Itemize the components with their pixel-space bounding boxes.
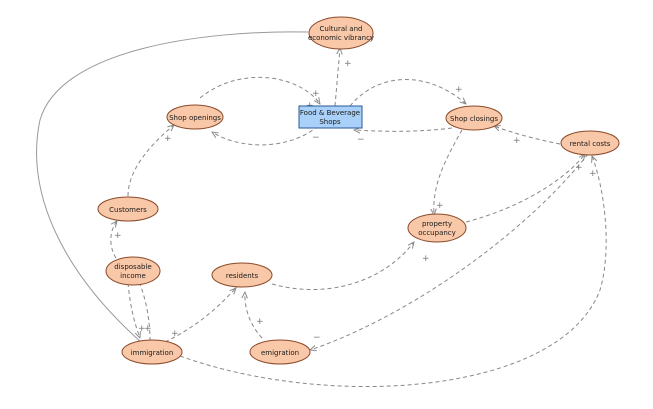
node-immigration[interactable]: immigration [121,339,183,365]
polarity-food-close: + [455,85,463,95]
link-immigration-to-rental [179,156,607,387]
node-emigration[interactable]: emigration [249,339,311,365]
link-customers-to-shop-openings [127,125,174,197]
polarity-close-food: − [357,135,365,145]
link-immigration-to-cultural [36,31,309,344]
node-cultural-vibrancy[interactable]: Cultural and economic vibrancy [308,16,374,50]
polarity-occ-rent: + [575,163,583,173]
node-property-occupancy[interactable]: property occupancy [407,213,467,243]
node-label-line: Shop openings [169,114,221,122]
link-shop-closings-to-food [354,128,453,131]
polarity-close-occ: + [436,201,444,211]
node-label-line: disposable [114,263,151,271]
link-shop-openings-to-food-upper [199,76,320,104]
node-food-beverage-shops[interactable]: Food & Beverage Shops [298,105,363,129]
polarity-cust-open: + [164,134,172,144]
nodes: Cultural and economic vibrancy Food & Be… [97,16,620,365]
polarity-res-occ: + [422,254,430,264]
node-rental-costs[interactable]: rental costs [560,130,620,156]
polarity-labels: + + + − + − + + + + + + + + + + − + [114,59,597,343]
node-customers[interactable]: Customers [97,196,159,222]
link-occupancy-to-rental [465,154,585,223]
link-rental-to-shop-closings [494,126,561,145]
polarity-imm-res: + [171,329,179,339]
node-label-line: Shop closings [450,115,498,123]
polarity-imm-rent: + [589,169,597,179]
polarity-emi-res: + [256,317,264,327]
polarity-open-food-a: + [312,89,320,99]
link-emigration-to-residents [245,292,263,339]
node-residents[interactable]: residents [211,262,273,288]
link-rental-to-emigration [310,153,589,350]
node-label-line: property [422,220,452,228]
node-label-line: Customers [109,206,147,214]
node-label-line: Shops [319,118,341,126]
link-immigration-to-income [139,283,151,342]
link-food-to-shop-closings [349,79,466,107]
links [36,31,607,387]
node-label-line: rental costs [570,140,611,148]
polarity-cult-in: + [344,59,352,69]
node-label-line: Cultural and [320,25,363,33]
polarity-inc-cust: + [114,231,122,241]
polarity-rent-emi: − [313,333,321,343]
polarity-food-open: − [312,133,320,143]
link-residents-to-occupancy [271,242,414,291]
node-shop-closings[interactable]: Shop closings [445,105,503,131]
node-label-line: residents [226,272,259,280]
link-immigration-to-residents [164,288,236,343]
polarity-imm-inc: + [144,324,152,334]
link-food-to-cultural [334,48,340,107]
polarity-inc-imm: + [138,324,146,334]
node-label-line: immigration [131,349,174,357]
node-disposable-income[interactable]: disposable income [105,256,161,286]
node-label-line: emigration [261,349,299,357]
node-label-line: economic vibrancy [308,34,374,42]
polarity-rent-close: + [513,136,521,146]
link-income-to-immigration [127,282,140,338]
node-label-line: Food & Beverage [300,109,360,117]
node-label-line: occupancy [418,229,456,237]
node-label-line: income [120,272,146,280]
node-shop-openings[interactable]: Shop openings [166,104,224,130]
link-income-to-customers [110,221,117,259]
link-shop-closings-to-occupancy [434,129,463,215]
link-food-to-shop-openings-lower [212,125,319,146]
